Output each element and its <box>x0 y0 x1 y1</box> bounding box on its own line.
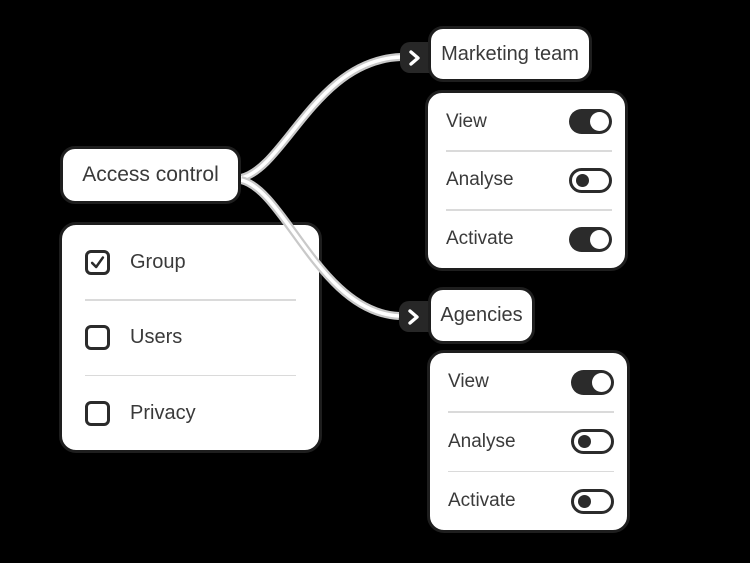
permission-label-view: View <box>448 371 489 392</box>
chevron-right-icon <box>408 308 419 325</box>
permission-row-activate: Activate <box>446 211 612 268</box>
toggle-knob <box>578 435 591 448</box>
marketing-team-node[interactable]: Marketing team <box>428 26 592 82</box>
divider <box>85 299 296 301</box>
access-options-panel: Group Users Privacy <box>59 222 322 453</box>
edge-root-to-marketing <box>239 53 402 182</box>
option-label-users: Users <box>130 326 183 348</box>
permission-label-analyse: Analyse <box>448 430 516 452</box>
divider <box>446 209 612 211</box>
divider <box>448 411 614 413</box>
access-control-label: Access control <box>82 163 219 186</box>
view-toggle[interactable] <box>569 109 612 135</box>
divider <box>448 470 614 472</box>
marketing-team-permissions-panel: View Analyse Activate <box>425 90 628 271</box>
analyse-toggle[interactable] <box>569 167 612 193</box>
option-label-privacy: Privacy <box>130 401 196 424</box>
permission-row-view: View <box>448 353 614 411</box>
permission-row-view: View <box>446 93 612 150</box>
divider <box>85 374 296 376</box>
activate-toggle[interactable] <box>571 488 614 514</box>
option-row-users: Users <box>85 301 296 375</box>
edge-root-to-marketing-inner <box>240 55 402 180</box>
option-label-group: Group <box>130 250 186 273</box>
toggle-knob <box>590 112 609 132</box>
permission-label-view: View <box>446 110 487 132</box>
option-row-privacy: Privacy <box>85 376 296 450</box>
chevron-right-icon <box>409 49 420 66</box>
toggle-knob <box>592 372 611 392</box>
option-row-group: Group <box>85 225 296 299</box>
permission-label-activate: Activate <box>446 228 514 250</box>
permission-row-analyse: Analyse <box>446 152 612 209</box>
marketing-team-label: Marketing team <box>441 42 579 65</box>
group-checkbox[interactable] <box>85 249 110 275</box>
agencies-permissions-panel: View Analyse Activate <box>427 350 630 533</box>
privacy-checkbox[interactable] <box>85 400 110 426</box>
analyse-toggle[interactable] <box>571 429 614 454</box>
permission-label-analyse: Analyse <box>446 169 514 191</box>
check-icon <box>90 255 105 268</box>
toggle-knob <box>590 229 609 249</box>
permission-row-analyse: Analyse <box>448 413 614 471</box>
permission-label-activate: Activate <box>448 490 516 511</box>
activate-toggle[interactable] <box>569 226 612 252</box>
users-checkbox[interactable] <box>85 325 110 350</box>
toggle-knob <box>576 173 589 187</box>
toggle-knob <box>578 494 591 508</box>
permission-row-activate: Activate <box>448 472 614 530</box>
divider <box>446 150 612 152</box>
agencies-label: Agencies <box>440 304 523 326</box>
access-control-node[interactable]: Access control <box>60 146 241 204</box>
agencies-node[interactable]: Agencies <box>428 287 535 344</box>
view-toggle[interactable] <box>571 369 614 395</box>
